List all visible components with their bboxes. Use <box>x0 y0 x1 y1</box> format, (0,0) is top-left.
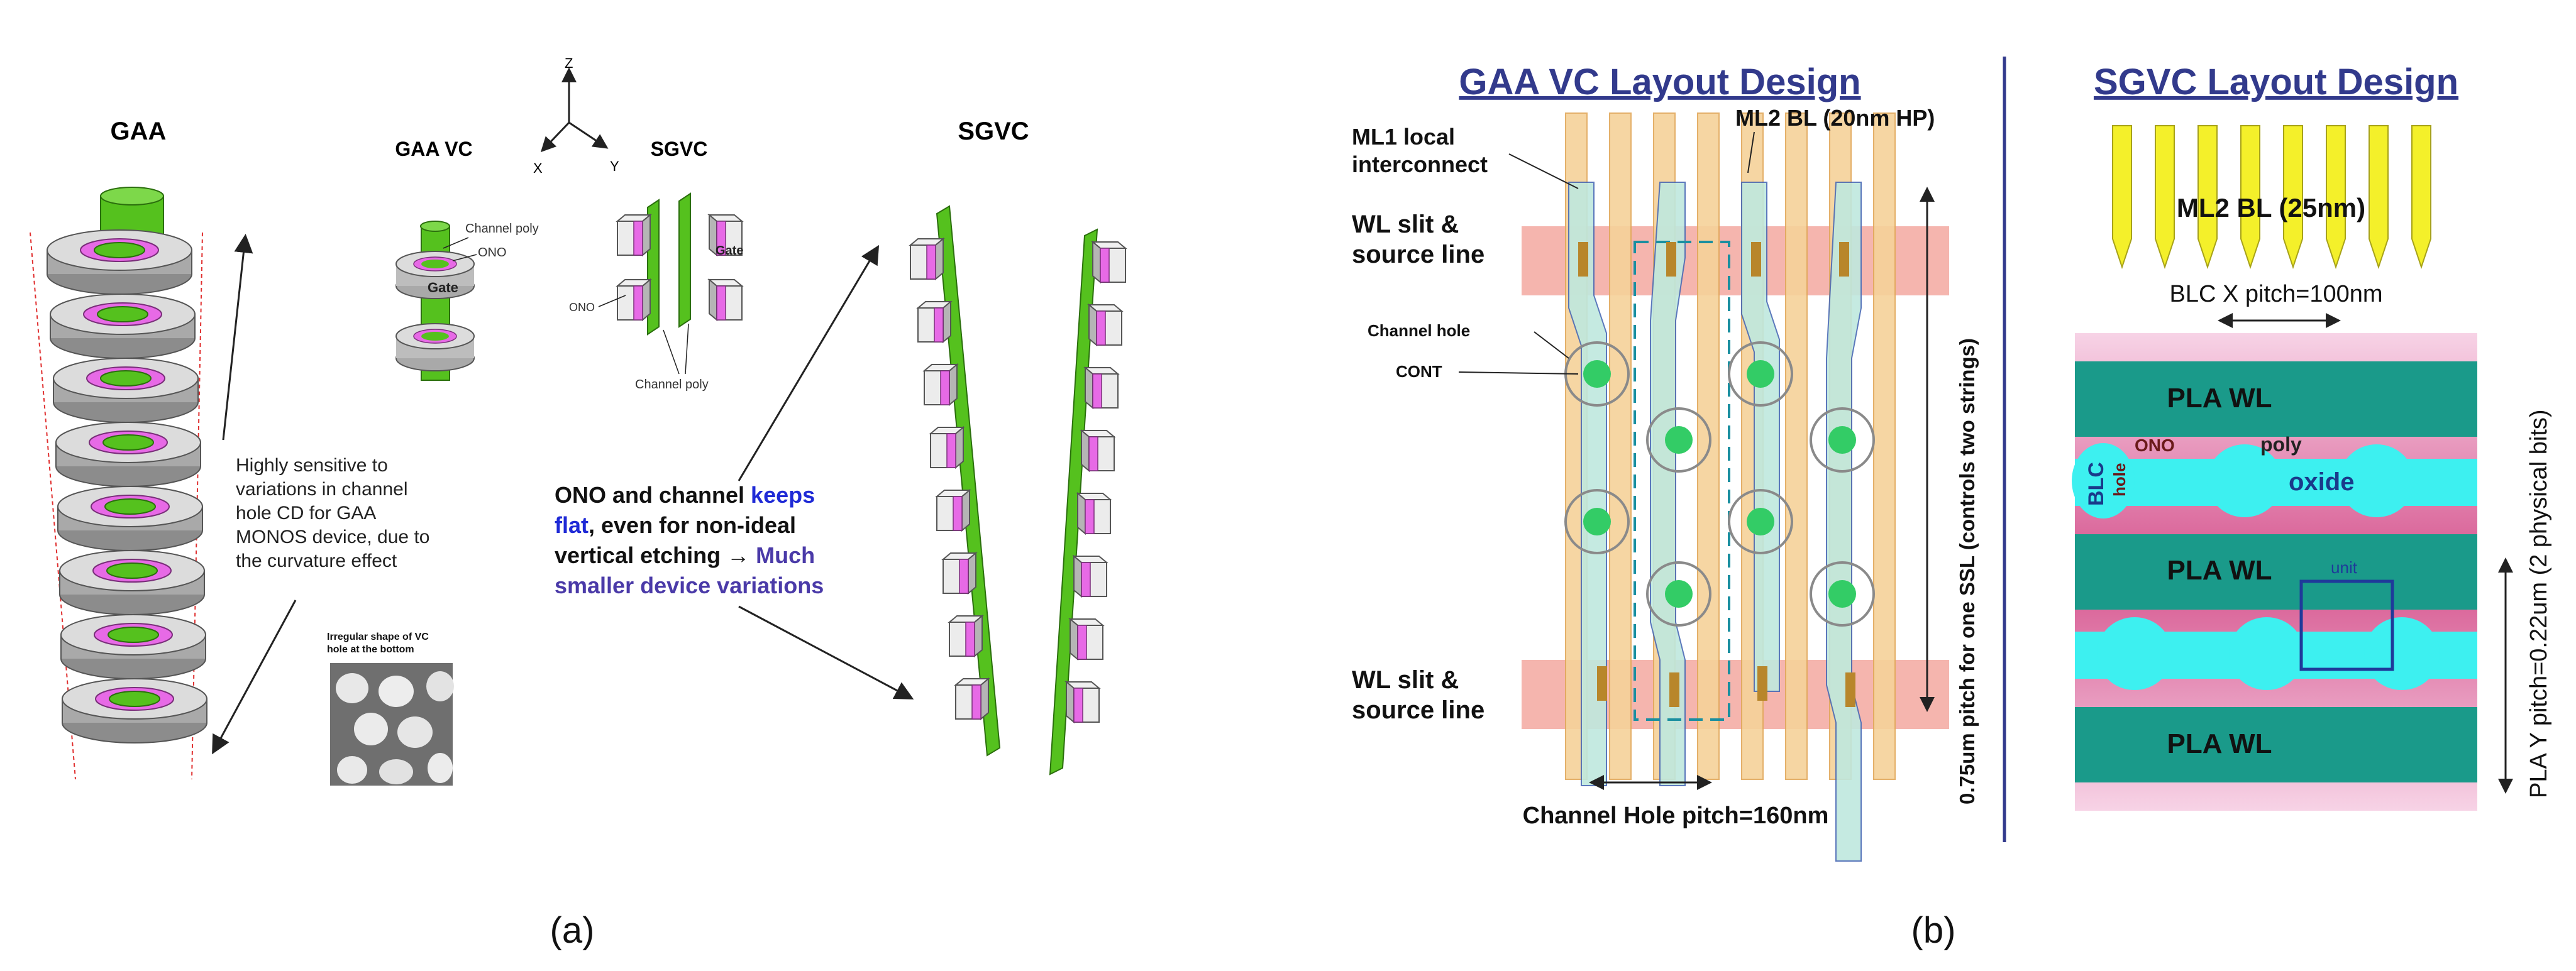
ssl-pitch-label: 0.75um pitch for one SSL (controls two s… <box>1955 338 1979 804</box>
blc-x-pitch-label: BLC X pitch=100nm <box>2169 281 2382 307</box>
panel-a: GAA Highly sensitive to variations in ch… <box>30 55 1126 951</box>
gaa-note: Highly sensitive to variations in channe… <box>236 455 435 571</box>
sgvc-note: ONO and channel keeps flat, even for non… <box>555 482 824 598</box>
caption-b: (b) <box>1911 910 1956 951</box>
sgvc-small-device <box>617 192 743 336</box>
ono-label-sgvc: ONO <box>569 301 595 314</box>
panel-b: GAA VC Layout Design SGVC Layout Design <box>1352 57 2552 951</box>
gaa-title: GAA <box>111 118 167 145</box>
gaa-vc-layout-title: GAA VC Layout Design <box>1459 62 1860 102</box>
vc-hole-note: Irregular shape of VC hole at the bottom <box>327 632 431 655</box>
vc-hole-sem-image <box>330 663 454 786</box>
sgvc-big-device <box>910 205 1126 776</box>
blc-hole-label-a: BLC <box>2084 462 2108 506</box>
channel-hole-pitch-label: Channel Hole pitch=160nm <box>1523 803 1829 829</box>
pla-y-pitch-label: PLA Y pitch=0.22um (2 physical bits) <box>2526 409 2552 798</box>
sgvc-layout <box>2072 125 2513 811</box>
wl-slit-bottom-label: WL slit & source line <box>1352 666 1484 724</box>
channel-poly-label-sgvc: Channel poly <box>635 378 709 392</box>
pla-wl-label-1: PLA WL <box>2167 383 2272 414</box>
gaa-vc-layout <box>1522 112 1949 862</box>
gate-label-sgvc: Gate <box>716 244 743 258</box>
caption-a: (a) <box>550 910 595 951</box>
channel-hole-label: Channel hole <box>1368 321 1470 340</box>
axis-x-label: X <box>533 160 543 176</box>
gaa-vc-device <box>395 221 475 381</box>
gate-label-vc: Gate <box>428 280 458 295</box>
gaa-stack <box>30 187 207 780</box>
sgvc-small-title: SGVC <box>651 138 708 160</box>
blc-hole-label-b: hole <box>2110 463 2129 496</box>
axis-z-label: Z <box>565 55 573 71</box>
sgvc-layout-title: SGVC Layout Design <box>2094 62 2458 102</box>
pla-wl-label-2: PLA WL <box>2167 555 2272 586</box>
ml1-label: ML1 local interconnect <box>1352 124 1488 177</box>
ml2-bl-25-label: ML2 BL (25nm) <box>2177 193 2365 222</box>
wl-slit-top-label: WL slit & source line <box>1352 211 1484 268</box>
poly-label-layout: poly <box>2260 433 2302 456</box>
sgvc-big-title: SGVC <box>958 118 1029 145</box>
unit-label: unit <box>2331 558 2358 577</box>
pla-wl-label-3: PLA WL <box>2167 728 2272 759</box>
cont-label: CONT <box>1396 362 1442 381</box>
xyz-axes: Z X Y <box>533 55 619 176</box>
channel-poly-label-vc: Channel poly <box>465 222 539 236</box>
gaa-vc-title: GAA VC <box>395 138 472 160</box>
ono-label-vc: ONO <box>478 246 507 260</box>
ono-label-layout: ONO <box>2135 436 2175 455</box>
axis-y-label: Y <box>610 158 619 174</box>
oxide-label-layout: oxide <box>2289 468 2354 496</box>
ml2-bl-label: ML2 BL (20nm HP) <box>1735 105 1935 131</box>
